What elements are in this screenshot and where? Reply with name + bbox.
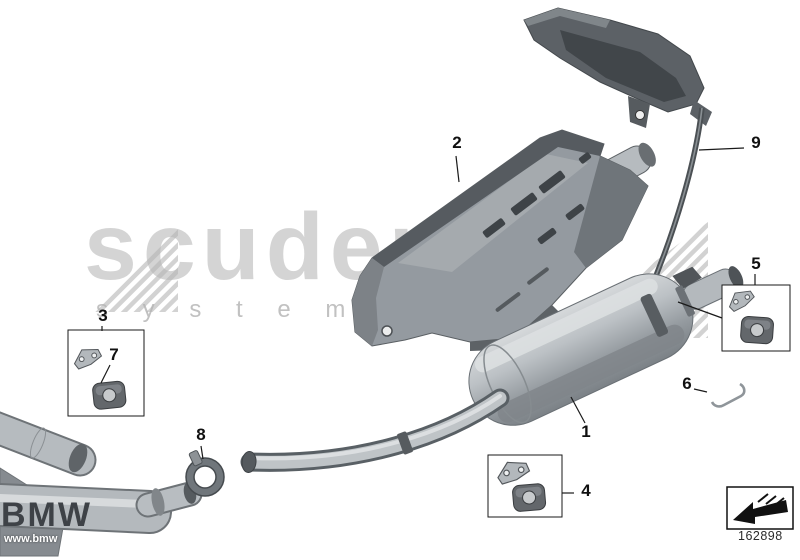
direction-arrow-icon [726,486,794,530]
rear-trim-panel [523,7,712,128]
detail-box-5 [721,284,791,352]
silencer-front-pipe [240,388,510,473]
hook-wire [710,382,746,408]
rear-silencer [468,266,744,426]
leader-lines [100,147,756,494]
diagram-part-number: 162898 [738,529,783,543]
heat-shield [351,129,649,351]
callout-4[interactable]: 4 [581,481,591,500]
watermark-bmw-url-text: www.bmw [4,533,58,545]
tailpipe-upper [0,411,97,477]
tailpipe-lower [0,467,203,557]
detail-box-4 [487,454,563,518]
watermark-hatch-left [95,226,178,312]
pipe-clamp [185,450,225,497]
callout-6[interactable]: 6 [682,374,692,393]
callout-9[interactable]: 9 [751,133,761,152]
callout-7[interactable]: 7 [109,345,119,364]
callout-1[interactable]: 1 [581,422,591,441]
callout-3[interactable]: 3 [98,306,108,325]
watermark-bmw-text: BMW [1,496,92,534]
callout-2[interactable]: 2 [452,133,462,152]
callout-8[interactable]: 8 [196,425,206,444]
callout-5[interactable]: 5 [751,254,761,273]
